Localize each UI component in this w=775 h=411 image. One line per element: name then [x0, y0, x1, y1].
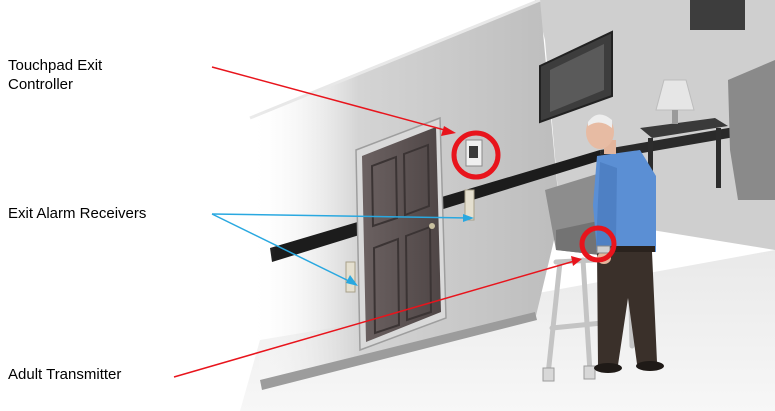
back-picture — [690, 0, 745, 30]
walker-foot — [584, 366, 595, 379]
touchpad-screen — [469, 146, 478, 158]
man-shoe — [594, 363, 622, 373]
man-shoe — [636, 361, 664, 371]
walker-foot — [543, 368, 554, 381]
armchair-right — [728, 60, 775, 200]
wrist-transmitter-icon — [597, 246, 610, 253]
lamp-base — [672, 110, 678, 124]
adult-transmitter-label: Adult Transmitter — [8, 365, 188, 384]
door-knob — [429, 223, 435, 229]
side-table-leg-2 — [716, 128, 721, 188]
exit-alarm-receivers-label: Exit Alarm Receivers — [8, 204, 218, 223]
touchpad-exit-controller-label: Touchpad Exit Controller — [8, 56, 188, 94]
